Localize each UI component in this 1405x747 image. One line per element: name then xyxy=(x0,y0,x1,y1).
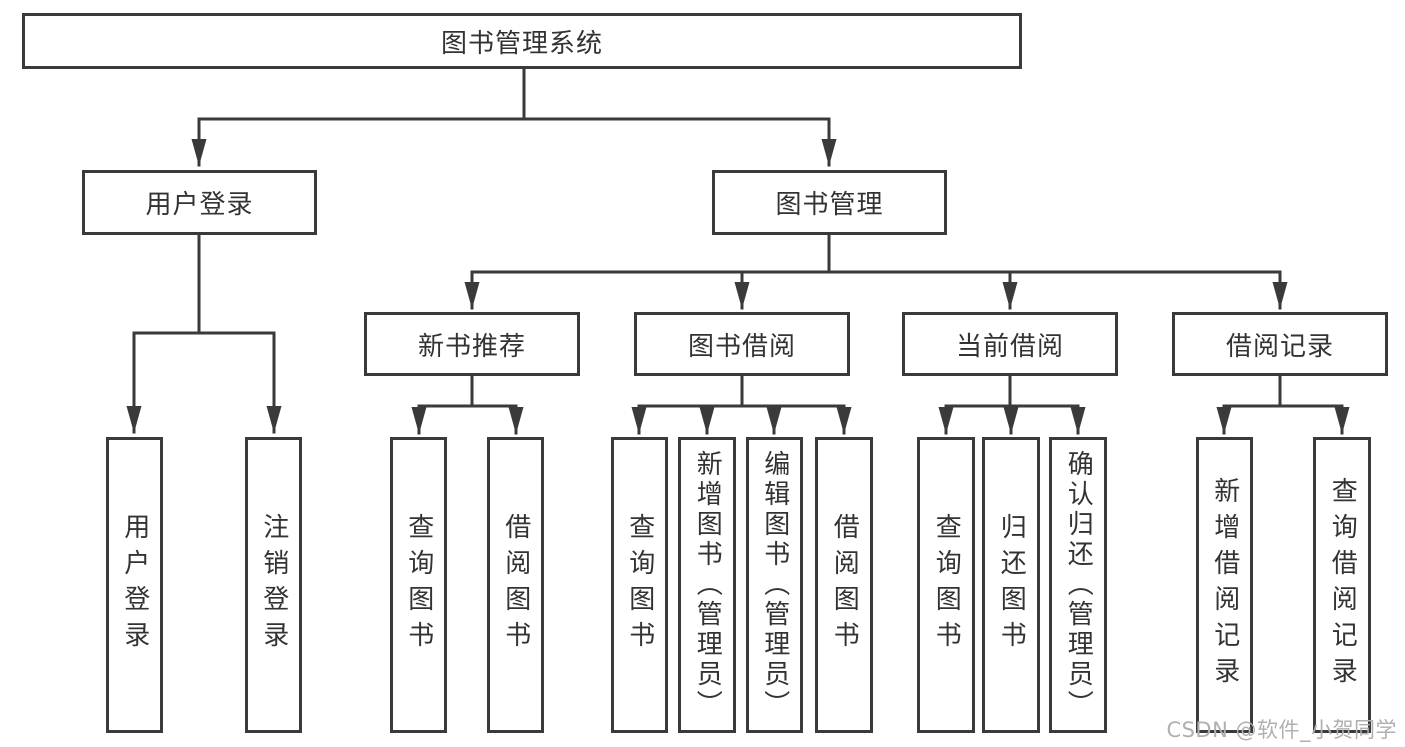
leaf-borrow-books-borrow-label: 借阅图书 xyxy=(829,513,860,657)
node-book-management: 图书管理 xyxy=(712,170,947,235)
leaf-borrow-books-recommend-label: 借阅图书 xyxy=(500,513,531,657)
leaf-query-books-borrow: 查询图书 xyxy=(611,437,668,733)
node-current-borrow: 当前借阅 xyxy=(902,312,1118,376)
leaf-add-book-admin-label: 新增图书（管理员） xyxy=(692,450,723,720)
leaf-return-books-label: 归还图书 xyxy=(996,513,1027,657)
leaf-add-book-admin: 新增图书（管理员） xyxy=(678,437,736,733)
leaf-query-books-borrow-label: 查询图书 xyxy=(624,513,655,657)
leaf-user-login-label: 用户登录 xyxy=(119,513,150,657)
node-book-borrow-label: 图书借阅 xyxy=(687,331,796,362)
node-book-borrow: 图书借阅 xyxy=(634,312,850,376)
leaf-borrow-books-recommend: 借阅图书 xyxy=(487,437,544,733)
leaf-return-books: 归还图书 xyxy=(982,437,1040,733)
leaf-logout: 注销登录 xyxy=(245,437,302,733)
node-book-management-label: 图书管理 xyxy=(775,190,884,220)
leaf-confirm-return-admin-label: 确认归还（管理员） xyxy=(1063,450,1094,720)
node-new-book-recommend: 新书推荐 xyxy=(364,312,580,376)
leaf-query-books-recommend: 查询图书 xyxy=(390,437,447,733)
leaf-query-books-recommend-label: 查询图书 xyxy=(403,513,434,657)
leaf-borrow-books-borrow: 借阅图书 xyxy=(815,437,873,733)
node-user-login-label: 用户登录 xyxy=(145,190,254,220)
node-root-label: 图书管理系统 xyxy=(440,28,603,59)
leaf-add-borrow-record: 新增借阅记录 xyxy=(1196,437,1253,733)
node-borrow-records-label: 借阅记录 xyxy=(1225,331,1334,362)
leaf-query-borrow-record: 查询借阅记录 xyxy=(1313,437,1371,733)
leaf-query-books-current-label: 查询图书 xyxy=(931,513,962,657)
watermark: CSDN @软件_小贺同学 xyxy=(1166,718,1397,742)
leaf-user-login: 用户登录 xyxy=(106,437,163,733)
node-current-borrow-label: 当前借阅 xyxy=(955,331,1064,362)
node-root: 图书管理系统 xyxy=(22,13,1022,69)
leaf-confirm-return-admin: 确认归还（管理员） xyxy=(1049,437,1107,733)
node-borrow-records: 借阅记录 xyxy=(1172,312,1388,376)
leaf-add-borrow-record-label: 新增借阅记录 xyxy=(1209,477,1240,693)
leaf-edit-book-admin-label: 编辑图书（管理员） xyxy=(759,450,790,720)
leaf-query-books-current: 查询图书 xyxy=(917,437,975,733)
leaf-logout-label: 注销登录 xyxy=(258,513,289,657)
node-new-book-recommend-label: 新书推荐 xyxy=(417,331,526,362)
node-user-login: 用户登录 xyxy=(82,170,317,235)
leaf-edit-book-admin: 编辑图书（管理员） xyxy=(746,437,803,733)
leaf-query-borrow-record-label: 查询借阅记录 xyxy=(1327,477,1358,693)
